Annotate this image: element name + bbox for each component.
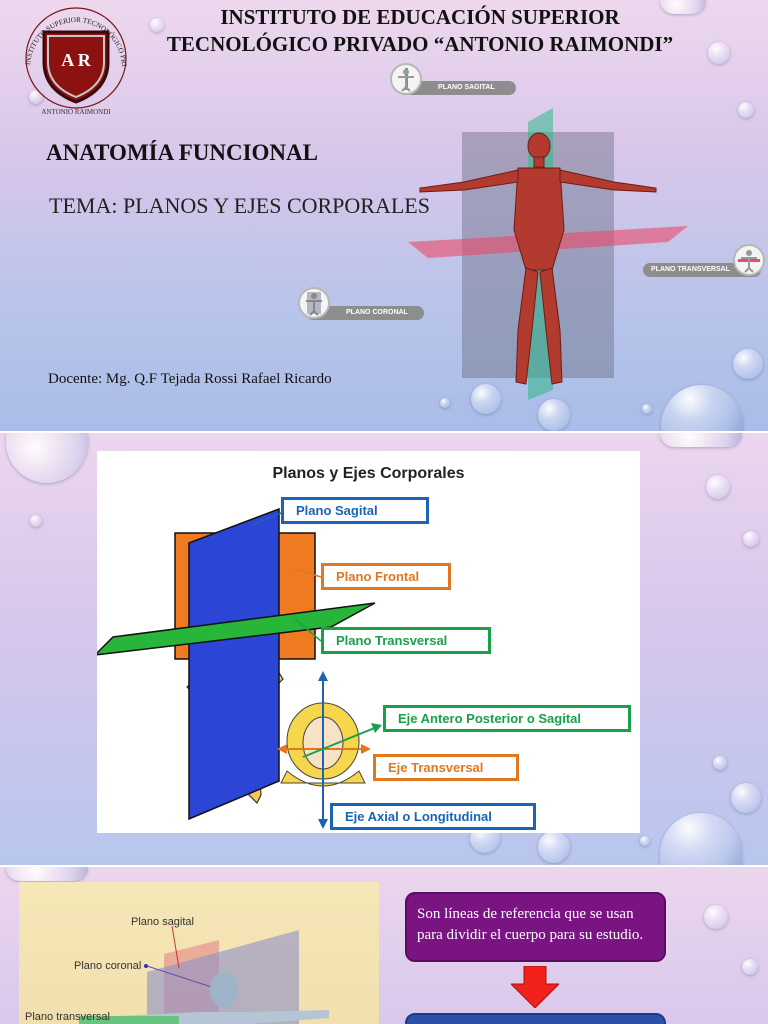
connector-line [251, 512, 282, 526]
logo-letters: A R [61, 50, 92, 70]
definition-slide: Plano sagital Plano coronal Plano transv… [0, 867, 768, 1024]
planes-and-axes-slide: Planos y Ejes Corporales [0, 433, 768, 865]
water-drop [660, 0, 706, 14]
plane-coronal-pill: PLANO CORONAL [306, 306, 424, 320]
definition-box: Son líneas de referencia que se usan par… [405, 892, 666, 962]
photo-label-transverse: Plano transversal [25, 1011, 110, 1023]
sagittal-icon [390, 63, 422, 95]
water-drop [731, 783, 761, 813]
logo-bottom-text: ANTONIO RAIMONDI [41, 108, 111, 116]
connector-line [294, 618, 322, 642]
diagram-title: Planos y Ejes Corporales [272, 465, 465, 482]
water-drop [538, 399, 570, 431]
label-frontal-plane: Plano Frontal [321, 563, 451, 590]
planes-photo: Plano sagital Plano coronal Plano transv… [19, 882, 379, 1024]
institution-name-line2: TECNOLÓGICO PRIVADO “ANTONIO RAIMONDI” [166, 32, 674, 56]
water-drop [743, 531, 759, 547]
water-drop [706, 475, 730, 499]
arrow-right-icon [361, 744, 371, 754]
next-box [405, 1013, 666, 1024]
water-drop [733, 349, 763, 379]
water-drop [30, 515, 42, 527]
water-drop [6, 433, 88, 483]
photo-label-sagittal: Plano sagital [131, 916, 194, 928]
transverse-icon [733, 244, 765, 276]
head-figure [210, 972, 238, 1008]
connector-line [294, 568, 322, 578]
course-title: ANATOMÍA FUNCIONAL [46, 140, 318, 165]
plane-transverse-pill: PLANO TRANSVERSAL [643, 263, 761, 277]
water-drop [6, 867, 88, 881]
water-drop [29, 90, 43, 104]
planes-axes-diagram: Planos y Ejes Corporales [97, 451, 640, 833]
ap-axis-line [302, 726, 378, 758]
sagittal-plane [188, 507, 280, 821]
water-drop [640, 836, 650, 846]
arrow-down-icon [511, 966, 559, 1008]
title-slide: INSTITUTO SUPERIOR TECNOLÓGICO PRIVADO A… [0, 0, 768, 431]
arrow-diagonal-icon [371, 723, 382, 733]
water-drop [150, 18, 164, 32]
arrow-left-icon [277, 744, 287, 754]
arrow-down-icon [318, 819, 328, 829]
label-sagittal-plane: Plano Sagital [281, 497, 429, 524]
arrow-up-icon [318, 671, 328, 681]
water-drop [471, 384, 501, 414]
label-transverse-plane: Plano Transversal [321, 627, 491, 654]
muscle-figure [419, 132, 657, 385]
water-drop [708, 42, 730, 64]
teacher-name: Docente: Mg. Q.F Tejada Rossi Rafael Ric… [48, 371, 332, 387]
water-drop [713, 756, 727, 770]
transverse-plane [79, 1016, 179, 1024]
coronal-icon [298, 287, 330, 319]
water-drop [704, 905, 728, 929]
water-drop [538, 831, 570, 863]
anatomy-planes-illustration [408, 108, 688, 400]
label-transverse-axis: Eje Transversal [373, 754, 519, 781]
photo-label-coronal: Plano coronal [74, 960, 142, 972]
water-drop [742, 959, 758, 975]
water-drop [440, 398, 450, 408]
plane-transverse-label: PLANO TRANSVERSAL [651, 266, 730, 273]
water-drop [642, 404, 652, 414]
plane-coronal-label: PLANO CORONAL [346, 309, 408, 316]
planes-axes-drawing [97, 507, 382, 829]
institute-logo: INSTITUTO SUPERIOR TECNOLÓGICO PRIVADO A… [14, 2, 128, 116]
marker-dot [144, 964, 148, 968]
planes-photo-drawing [79, 925, 329, 1024]
water-drop [660, 433, 742, 447]
water-drop [660, 813, 742, 865]
topic-title: TEMA: PLANOS Y EJES CORPORALES [49, 193, 430, 218]
water-drop [738, 102, 754, 118]
label-longitudinal-axis: Eje Axial o Longitudinal [330, 803, 536, 830]
plane-sagittal-pill: PLANO SAGITAL [398, 81, 516, 95]
label-ap-axis: Eje Antero Posterior o Sagital [383, 705, 631, 732]
connector-line [171, 925, 180, 969]
plane-sagittal-label: PLANO SAGITAL [438, 84, 495, 91]
institution-name-line1: INSTITUTO DE EDUCACIÓN SUPERIOR [220, 5, 620, 29]
